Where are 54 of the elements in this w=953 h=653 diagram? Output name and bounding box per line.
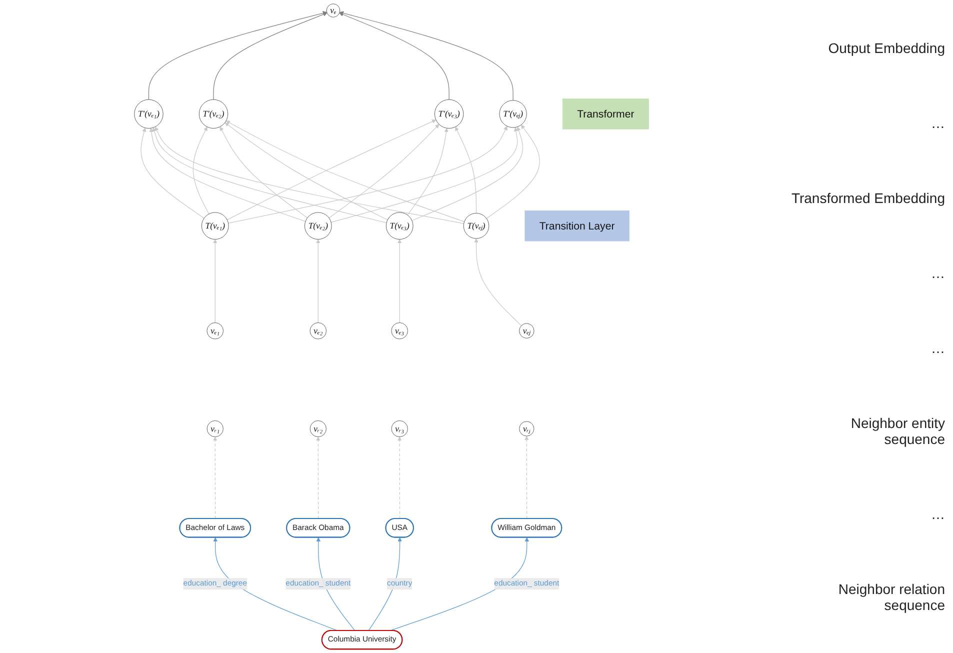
arrow (316, 239, 320, 323)
node-circle: T'(vₑ₃) (434, 99, 464, 129)
row-label: Transformed Embedding (791, 190, 945, 206)
node-circle: vₑ₃ (391, 322, 408, 340)
arrow (330, 127, 518, 223)
node-circle: vₑⱼ (519, 323, 534, 338)
node-circle: vᵣ₂ (310, 420, 326, 438)
arrow (316, 436, 320, 520)
arrow (224, 122, 388, 220)
ellipsis: … (930, 264, 945, 281)
node-circle: vₑ (326, 4, 340, 18)
arrow (213, 12, 328, 100)
arrow (148, 11, 327, 100)
arrow (220, 126, 308, 218)
arrow (213, 436, 218, 520)
node-circle: vᵣⱼ (519, 421, 534, 436)
arrow (524, 436, 529, 520)
node-circle: vₑ₁ (206, 322, 224, 340)
row-label: Output Embedding (827, 40, 945, 56)
node-circle: T(vₑ₃) (386, 212, 414, 240)
node-circle: vₑ₂ (310, 322, 327, 340)
arrow (339, 11, 514, 101)
arrow (397, 436, 402, 520)
ellipsis: … (930, 340, 945, 356)
arrow (455, 126, 477, 214)
node-circle: T(vₑ₁) (201, 212, 229, 240)
arrow (140, 128, 204, 219)
node-circle: T'(vₑ₁) (134, 99, 164, 129)
node-circle: vᵣ₃ (391, 420, 408, 438)
arrow (412, 126, 524, 221)
arrow (474, 238, 522, 326)
arrow (407, 128, 448, 216)
arrow (486, 124, 540, 219)
node-circle: T(vₑ₂) (304, 212, 332, 240)
ellipsis: … (930, 114, 945, 131)
node-circle: vᵣ₁ (206, 420, 224, 438)
arrow (397, 239, 402, 323)
arrow (213, 239, 218, 323)
arrow (368, 537, 402, 631)
node-box: Transformer (562, 98, 649, 130)
arrow (339, 12, 450, 100)
ellipsis: … (930, 506, 945, 522)
row-label: Neighbor entity sequence (850, 415, 945, 448)
node-circle: T(vₑⱼ) (463, 212, 490, 239)
node-circle: T'(vₑⱼ) (499, 100, 527, 128)
arrow (154, 126, 464, 224)
arrow (149, 128, 306, 222)
arrow (328, 124, 440, 218)
arrow (152, 127, 387, 224)
arrow (228, 126, 508, 224)
node-box: Transition Layer (524, 210, 630, 242)
arrow (192, 126, 210, 214)
row-label: Neighbor relation sequence (837, 581, 945, 614)
node-circle: T'(vₑ₂) (198, 99, 228, 129)
